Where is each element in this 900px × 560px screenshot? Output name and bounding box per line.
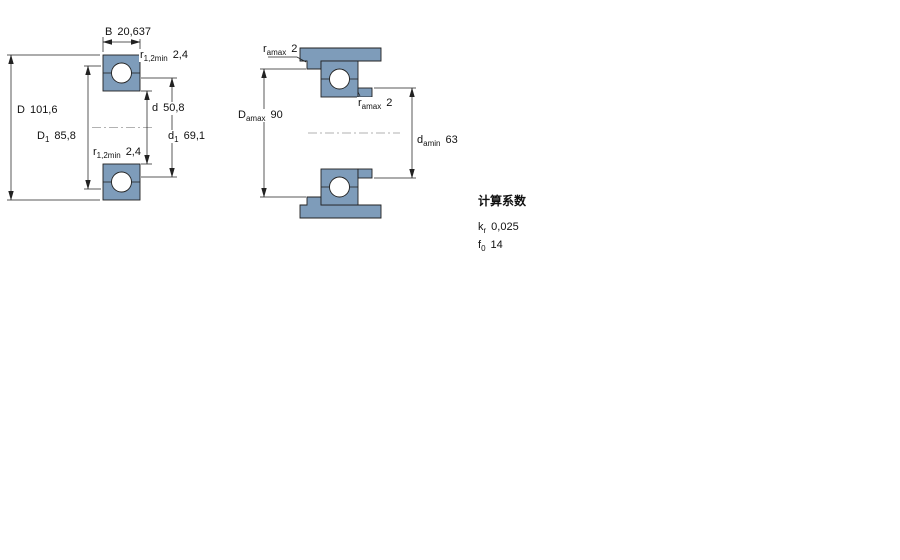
dim-value: 63 — [445, 134, 458, 146]
dim-label-D1: D1 85,8 — [36, 130, 77, 145]
dim-value: 50,8 — [163, 102, 185, 114]
dim-symbol: d — [168, 130, 175, 142]
dim-symbol: d — [417, 134, 424, 146]
factor-kr: kr 0,025 — [478, 218, 526, 236]
dim-symbol: D — [17, 104, 25, 116]
dim-subscript: amin — [423, 139, 441, 149]
dim-symbol: B — [105, 26, 113, 38]
dim-subscript: 1,2min — [96, 151, 121, 161]
dim-subscript: 1 — [174, 135, 179, 145]
factor-value: 14 — [490, 239, 503, 251]
dim-label-ra-housing: ramax 2 — [262, 43, 299, 58]
dim-symbol: r — [263, 43, 267, 55]
dim-value: 90 — [270, 109, 283, 121]
dim-symbol: r — [358, 97, 362, 109]
dim-label-d1: d1 69,1 — [167, 130, 206, 145]
dim-value: 2,4 — [125, 146, 141, 158]
dim-label-r-top: r1,2min 2,4 — [139, 49, 189, 64]
factor-subscript: 0 — [481, 244, 486, 254]
dim-symbol: D — [238, 109, 246, 121]
dim-subscript: 1,2min — [143, 54, 168, 64]
dim-subscript: 1 — [44, 135, 50, 145]
dim-label-Da: Damax 90 — [237, 109, 284, 124]
dim-value: 2,4 — [172, 49, 188, 61]
dim-label-B: B 20,637 — [104, 26, 152, 39]
dim-label-da: damin 63 — [416, 134, 459, 149]
ball-top — [111, 62, 132, 84]
dim-label-r-bottom: r1,2min 2,4 — [92, 146, 142, 161]
dim-label-ra-shaft: ramax 2 — [357, 97, 394, 112]
shaft-shoulder-bottom — [357, 168, 373, 179]
factor-symbol: f — [478, 239, 482, 251]
ball-bottom — [329, 176, 350, 198]
dim-value: 101,6 — [29, 104, 58, 116]
leader-ra-housing — [268, 56, 307, 63]
dim-symbol: r — [93, 146, 97, 158]
calculation-factors-title: 计算系数 — [478, 194, 527, 208]
factor-symbol: k — [478, 221, 484, 233]
factor-f0: f0 14 — [478, 236, 526, 254]
calculation-factors: 计算系数 kr 0,025 f0 14 — [478, 192, 526, 254]
dim-value: 85,8 — [54, 130, 76, 142]
right-abutment-drawing — [260, 47, 416, 219]
ball-top — [329, 68, 350, 90]
dim-subscript: amax — [245, 114, 266, 124]
dim-value: 20,637 — [117, 26, 151, 38]
dim-label-d: d 50,8 — [151, 102, 186, 115]
factor-subscript: r — [483, 226, 487, 236]
left-bearing-cross-section — [7, 37, 177, 201]
leader-ra-shaft — [357, 91, 361, 97]
dim-symbol: r — [140, 49, 144, 61]
dim-symbol: d — [152, 102, 159, 114]
ball-bottom — [111, 171, 132, 193]
dim-value: 69,1 — [183, 130, 205, 142]
dim-subscript: amax — [361, 102, 382, 112]
dim-value: 2 — [291, 43, 298, 55]
dim-symbol: D — [37, 130, 45, 142]
dim-label-D: D 101,6 — [16, 104, 59, 117]
dim-value: 2 — [386, 97, 393, 109]
factor-value: 0,025 — [491, 221, 519, 233]
dim-subscript: amax — [266, 48, 287, 58]
